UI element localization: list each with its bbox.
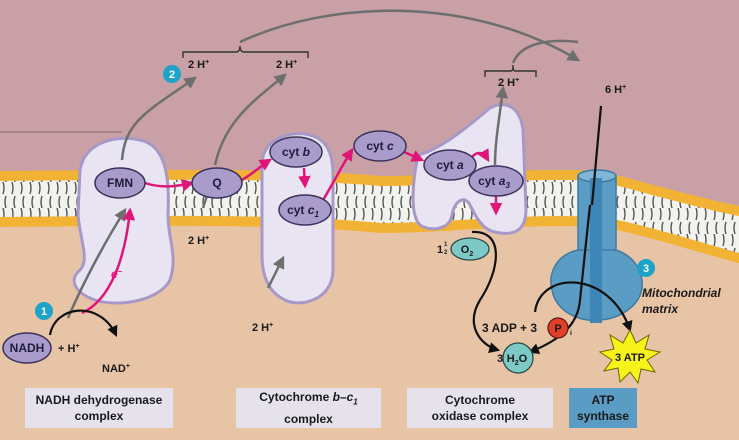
nadh-dehydrogenase-protein — [72, 136, 175, 305]
oxygen-molecule: 1 1 2 O2 — [437, 237, 490, 261]
phosphate-sub: i — [570, 330, 572, 337]
fmn-label: FMN — [107, 176, 133, 190]
proton-flow-arrows — [66, 9, 581, 319]
caption-line: complex — [284, 411, 333, 426]
cyt-c-prefix: cyt — [366, 139, 387, 153]
caption-text: Cytochrome — [259, 390, 333, 405]
proton-label-total: 6 H+ — [605, 84, 626, 96]
cyt-a-letter: a — [457, 158, 464, 172]
caption-line: oxidase complex — [431, 409, 529, 423]
carrier-fmn: FMN — [94, 167, 146, 199]
oxygen-symbol: O — [461, 244, 470, 256]
cyt-c-letter: c — [387, 139, 394, 153]
proton-label-pumped-3: 2 H+ — [498, 77, 519, 89]
cyt-a-prefix: cyt — [436, 158, 457, 172]
phosphate-molecule: P i — [547, 317, 572, 339]
cyt-a3-prefix: cyt — [478, 174, 499, 188]
water-coefficient: 3 — [497, 353, 503, 365]
oxygen-fraction-num: 1 — [444, 242, 448, 248]
oxygen-coefficient: 1 — [437, 244, 443, 256]
oxygen-sub: 2 — [469, 251, 473, 258]
proton-label-with-nadh: + H+ — [58, 343, 80, 355]
proton-label-pumped-1: 2 H+ — [188, 59, 209, 71]
intermembrane-space — [0, 0, 739, 215]
caption-text: b–c — [332, 390, 354, 405]
brace-complexes-1-2 — [182, 45, 309, 58]
caption-line: Cytochrome b–c1 — [259, 389, 358, 410]
matrix-label-line2: matrix — [642, 302, 679, 316]
carrier-cyt-a3: cyt a3 — [468, 165, 524, 197]
nadh-label: NADH — [10, 341, 45, 355]
nad-plus-label: NAD+ — [102, 363, 130, 375]
q-label: Q — [212, 176, 221, 190]
electron-label: e– — [111, 267, 123, 281]
water-sub: 2 — [515, 360, 519, 367]
caption-cytochrome-oxidase: Cytochrome oxidase complex — [407, 388, 553, 428]
cyt-b-letter: b — [303, 145, 310, 159]
nadh-molecule: NADH — [2, 332, 52, 364]
carrier-ubiquinone: Q — [191, 167, 243, 199]
water-molecule: 3 H2O — [497, 342, 534, 374]
water-h: H — [507, 353, 515, 365]
caption-sub: 1 — [353, 397, 358, 407]
caption-nadh-dehydrogenase: NADH dehydrogenase complex — [25, 388, 173, 428]
cyt-c1-letter: c — [308, 203, 315, 217]
carrier-cyt-c: cyt c — [353, 130, 407, 162]
atp-product: 3 ATP — [598, 328, 662, 385]
atp-burst-icon — [598, 328, 662, 385]
caption-line: NADH dehydrogenase — [35, 393, 163, 407]
svg-text:2: 2 — [169, 69, 175, 81]
svg-text:cyt c1: cyt c1 — [287, 203, 319, 219]
brace-complex-4 — [484, 64, 537, 77]
cyt-a3-letter: a — [499, 174, 506, 188]
svg-text:1: 1 — [41, 306, 47, 318]
proton-label-entering-bc1: 2 H+ — [252, 322, 273, 334]
matrix-label-line1: Mitochondrial — [642, 286, 721, 300]
svg-text:cyt a: cyt a — [436, 158, 464, 172]
cyt-c1-prefix: cyt — [287, 203, 308, 217]
cyt-c1-sub: 1 — [314, 210, 319, 219]
adp-label: 3 ADP + 3 — [482, 321, 537, 335]
cyt-b-prefix: cyt — [282, 145, 303, 159]
proton-label-entering-q: 2 H+ — [188, 235, 209, 247]
water-o: O — [519, 353, 528, 365]
carrier-cyt-c1: cyt c1 — [278, 194, 332, 226]
caption-line: ATP — [591, 393, 615, 407]
caption-atp-synthase: ATP synthase — [569, 388, 637, 428]
step-badge-2: 2 — [163, 65, 181, 83]
svg-text:H2O: H2O — [507, 353, 528, 367]
step-badge-1: 1 — [35, 302, 53, 320]
step-badge-3: 3 — [637, 259, 655, 277]
svg-text:cyt b: cyt b — [282, 145, 310, 159]
svg-text:3: 3 — [643, 263, 649, 275]
oxygen-fraction-den: 2 — [444, 250, 448, 256]
cyt-a3-sub: 3 — [505, 181, 510, 190]
carrier-cyt-a: cyt a — [423, 149, 477, 181]
caption-line: synthase — [576, 409, 630, 423]
carrier-cyt-b: cyt b — [269, 136, 323, 168]
svg-text:cyt a3: cyt a3 — [478, 174, 510, 190]
proton-label-pumped-2: 2 H+ — [276, 59, 297, 71]
caption-line: complex — [74, 409, 124, 423]
caption-cytochrome-bc1: Cytochrome b–c1 complex — [236, 388, 381, 428]
atp-label: 3 ATP — [615, 352, 645, 364]
svg-text:O2: O2 — [461, 244, 474, 258]
svg-text:cyt c: cyt c — [366, 139, 394, 153]
phosphate-symbol: P — [554, 323, 561, 335]
caption-line: Cytochrome — [444, 393, 515, 407]
